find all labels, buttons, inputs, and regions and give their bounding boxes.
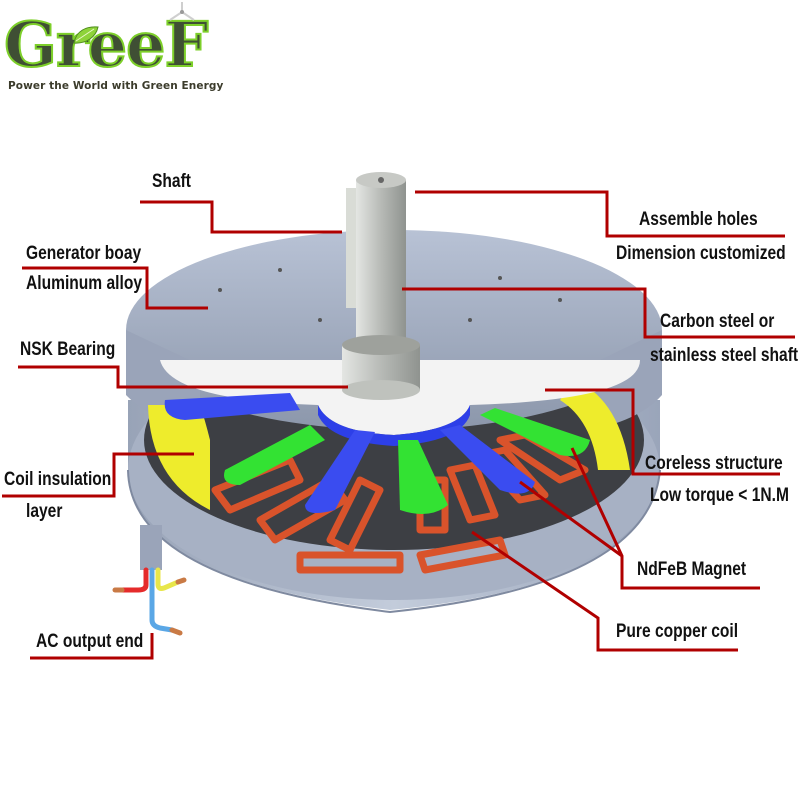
label-aluminum-alloy: Aluminum alloy: [26, 273, 143, 294]
label-dimension-customized: Dimension customized: [616, 243, 786, 264]
label-assemble-holes: Assemble holes: [639, 209, 758, 230]
label-coreless-structure: Coreless structure: [645, 453, 783, 474]
label-ndfeb-magnet: NdFeB Magnet: [637, 559, 747, 580]
leader-lines: [2, 190, 795, 660]
label-shaft: Shaft: [152, 171, 191, 192]
label-low-torque: Low torque < 1N.M: [650, 485, 789, 506]
label-coil-insulation-layer: layer: [26, 501, 63, 522]
coil-insulation-layer: [148, 405, 210, 510]
leaf-icon: [73, 26, 99, 44]
wind-turbine-icon: [169, 2, 195, 21]
ac-output-wires: [112, 525, 187, 636]
brand-logo: GreeF Power the World with Green Energy: [0, 0, 240, 100]
logo-tagline: Power the World with Green Energy: [8, 80, 224, 92]
label-carbon-steel: Carbon steel or: [660, 311, 775, 332]
label-copper-coil: Pure copper coil: [616, 621, 739, 642]
shaft: [342, 172, 420, 400]
label-generator-body: Generator boay: [26, 243, 142, 264]
ndfeb-magnets: [164, 393, 590, 514]
logo-wordmark: GreeF: [3, 8, 210, 81]
label-coil-insulation: Coil insulation: [4, 469, 112, 490]
label-nsk-bearing: NSK Bearing: [20, 339, 116, 360]
label-ac-output: AC output end: [36, 631, 144, 652]
label-stainless-steel-shaft: stainless steel shaft: [650, 345, 799, 366]
